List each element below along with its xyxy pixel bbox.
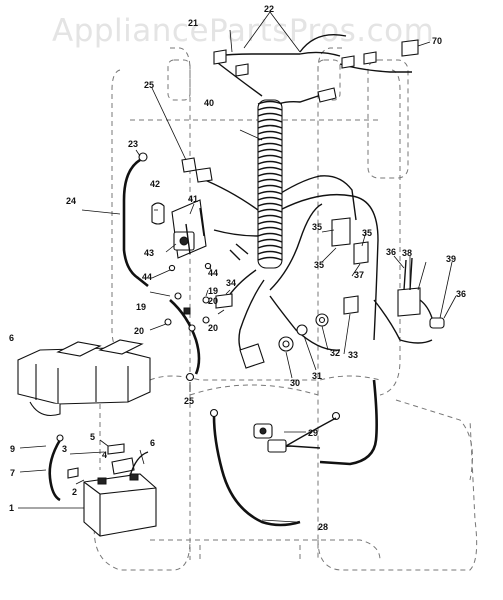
callout-35: 35 — [312, 222, 322, 232]
connector — [317, 87, 337, 103]
callout-3: 3 — [62, 444, 67, 454]
callout-31: 31 — [312, 371, 322, 381]
callout-23: 23 — [128, 139, 138, 149]
nut — [168, 264, 176, 272]
callout-37: 37 — [354, 270, 364, 280]
callout-36: 36 — [386, 247, 396, 257]
callout-20: 20 — [208, 296, 218, 306]
callout-25: 25 — [184, 396, 194, 406]
switch-bracket — [397, 257, 445, 329]
callout-20: 20 — [134, 326, 144, 336]
callout-6: 6 — [9, 333, 14, 343]
callout-5: 5 — [90, 432, 95, 442]
callout-44: 44 — [208, 268, 218, 278]
connector — [195, 167, 213, 183]
wiring-loom — [257, 99, 283, 269]
harness-tail — [319, 379, 378, 466]
callout-21: 21 — [188, 18, 198, 28]
battery-holddown — [67, 443, 149, 479]
callout-2: 2 — [72, 487, 77, 497]
callout-36: 36 — [456, 289, 466, 299]
connector — [363, 51, 377, 65]
ignition-bracket — [171, 199, 207, 259]
connector — [401, 39, 419, 57]
callout-4: 4 — [102, 450, 107, 460]
grommet — [278, 313, 329, 352]
nut — [204, 262, 212, 270]
ring-terminal — [185, 372, 195, 382]
callout-22: 22 — [264, 4, 274, 14]
ring-terminal — [209, 408, 219, 418]
battery-cable-negative — [48, 439, 62, 502]
connector — [341, 55, 355, 69]
leader-lines — [18, 11, 457, 523]
watermark: AppliancePartsPros.com — [52, 13, 435, 49]
ring-terminal — [56, 434, 64, 442]
callout-6: 6 — [150, 438, 155, 448]
callout-38: 38 — [402, 248, 412, 258]
callout-9: 9 — [10, 444, 15, 454]
callout-29: 29 — [308, 428, 318, 438]
tractor-outline — [93, 47, 478, 571]
ground-wire — [122, 158, 149, 288]
callout-25: 25 — [144, 80, 154, 90]
switch — [343, 295, 359, 315]
washer — [202, 316, 210, 324]
washer — [202, 296, 210, 304]
callout-1: 1 — [9, 503, 14, 513]
washer — [188, 324, 196, 332]
clip — [183, 307, 191, 315]
callout-39: 39 — [446, 254, 456, 264]
wiring-harness — [199, 34, 433, 363]
callout-35: 35 — [314, 260, 324, 270]
connector — [235, 63, 249, 77]
washer — [138, 152, 148, 162]
ring-terminal — [331, 411, 341, 421]
bolt — [151, 202, 165, 225]
connector — [181, 157, 197, 173]
connector — [215, 293, 233, 309]
callout-32: 32 — [330, 348, 340, 358]
callout-24: 24 — [66, 196, 76, 206]
callout-20: 20 — [208, 323, 218, 333]
relay — [353, 241, 369, 265]
relay — [331, 217, 351, 247]
callout-labels: 1 2 3 4 5 6 6 7 9 19 19 20 20 20 21 22 2… — [9, 4, 466, 532]
washer — [164, 318, 172, 326]
battery — [83, 473, 157, 537]
starter-cable — [212, 415, 301, 527]
callout-41: 41 — [188, 194, 198, 204]
callout-7: 7 — [10, 468, 15, 478]
connector — [213, 49, 227, 65]
callout-34: 34 — [226, 278, 236, 288]
callout-19: 19 — [136, 302, 146, 312]
fuse-holder — [239, 343, 265, 369]
callout-28: 28 — [318, 522, 328, 532]
callout-70: 70 — [432, 36, 442, 46]
washer — [174, 292, 182, 300]
callout-33: 33 — [348, 350, 358, 360]
callout-40: 40 — [204, 98, 214, 108]
bracket-assembly — [17, 339, 151, 417]
callout-30: 30 — [290, 378, 300, 388]
battery-cable-positive — [169, 299, 201, 375]
callout-43: 43 — [144, 248, 154, 258]
callout-19: 19 — [208, 286, 218, 296]
callout-35: 35 — [362, 228, 372, 238]
harness-wire — [285, 417, 337, 447]
callout-42: 42 — [150, 179, 160, 189]
callout-44: 44 — [142, 272, 152, 282]
connector — [267, 439, 287, 453]
